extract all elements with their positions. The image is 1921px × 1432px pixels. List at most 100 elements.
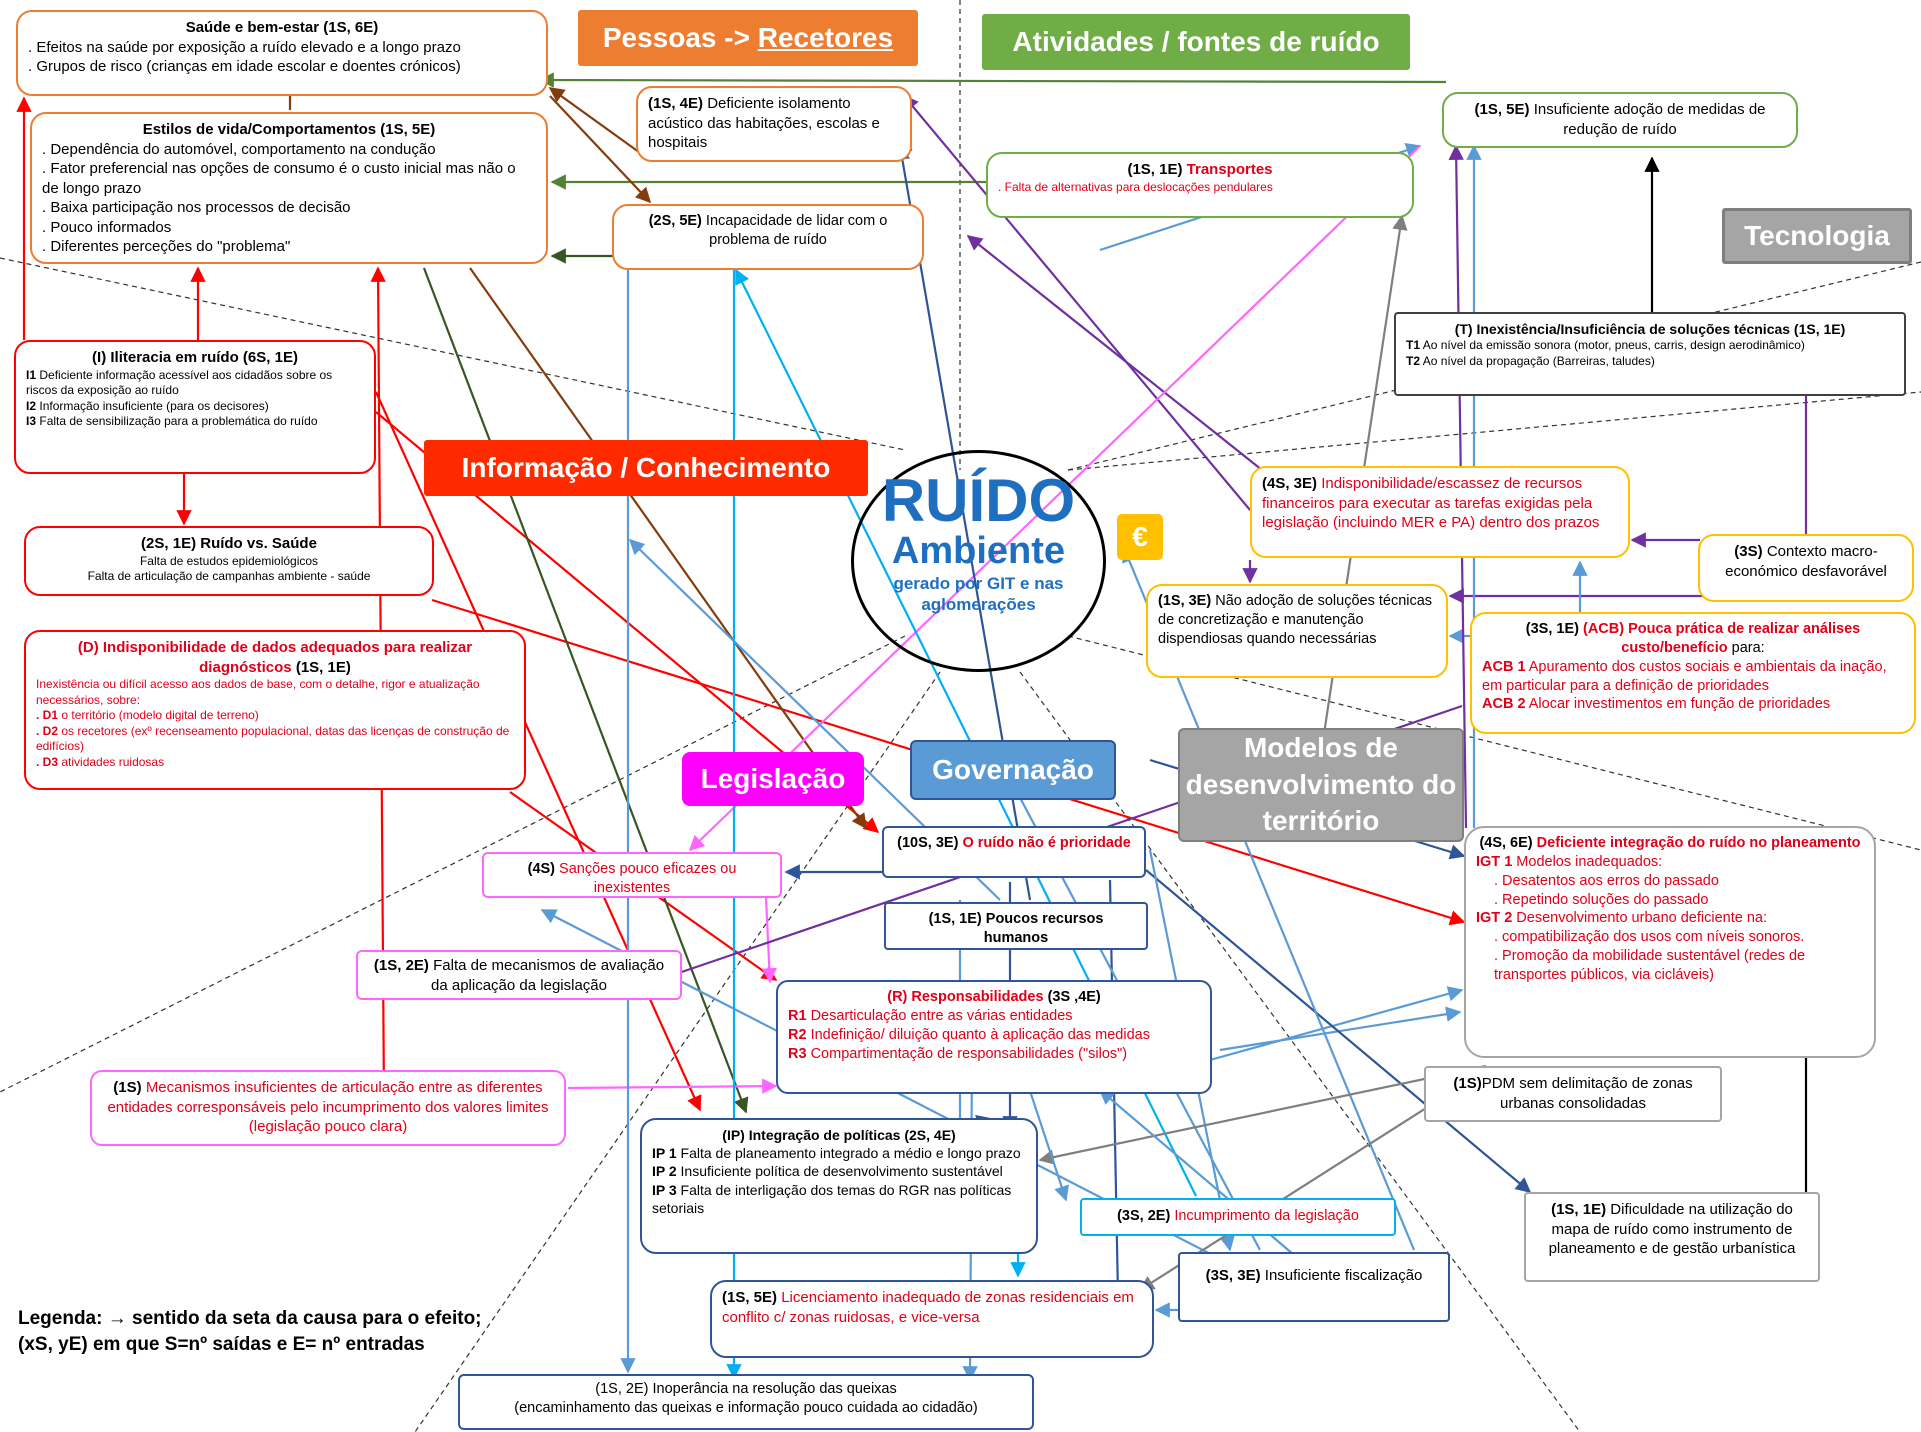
box-saude-line: . Grupos de risco (crianças em idade esc… (28, 58, 461, 75)
box-isolamento-text: Deficiente isolamento acústico das habit… (648, 95, 880, 151)
box-estilos-title: Estilos de vida/Comportamentos (1S, 5E) (142, 121, 436, 138)
connector-arrow (538, 72, 1447, 88)
box-resp-r2: Indefinição/ diluição quanto à aplicação… (810, 1026, 1150, 1043)
box-resp-r1: Desarticulação entre as várias entidades (810, 1007, 1073, 1024)
connector-arrow (548, 87, 651, 161)
box-avaliacao-text: Falta de mecanismos de avaliação da apli… (431, 957, 665, 994)
box-dados: (D) Indisponibilidade de dados adequados… (24, 630, 526, 790)
legend-line-1: Legenda: → sentido da seta da causa para… (18, 1308, 482, 1329)
box-mecanismos-code: (1S) (113, 1079, 142, 1096)
box-ip-title: (IP) Integração de políticas (2S, 4E) (722, 1127, 956, 1143)
box-estilos-line: . Dependência do automóvel, comportament… (42, 140, 436, 158)
connector-arrow (1209, 986, 1464, 1062)
box-adocao-medidas: (1S, 5E) Insuficiente adoção de medidas … (1442, 92, 1798, 148)
box-prioridade: (10S, 3E) O ruído não é prioridade (882, 826, 1146, 878)
box-incumprimento-code: (3S, 2E) (1117, 1208, 1171, 1224)
box-estilos-line: . Fator preferencial nas opções de consu… (42, 160, 516, 197)
box-acb-a1: Apuramento dos custos sociais e ambienta… (1482, 658, 1887, 694)
box-recursos-financeiros: (4S, 3E) Indisponibilidade/escassez de r… (1250, 466, 1630, 558)
box-queixas-title: (1S, 2E) Inoperância na resolução das qu… (595, 1381, 897, 1397)
box-prioridade-text: O ruído não é prioridade (962, 835, 1131, 851)
box-avaliacao-code: (1S, 2E) (373, 957, 429, 974)
connector-arrow (1038, 1064, 1487, 1165)
connector-arrow (422, 267, 749, 1114)
box-iliteracia-i1-code: I1 (26, 367, 37, 382)
box-mecanismos-text: Mecanismos insuficientes de articulação … (107, 1079, 549, 1135)
box-transportes-title: Transportes (1186, 161, 1273, 178)
box-iliteracia: (I) Iliteracia em ruído (6S, 1E) I1 Defi… (14, 340, 376, 474)
box-igt1-b: . Repetindo soluções do passado (1494, 891, 1709, 908)
box-queixas: (1S, 2E) Inoperância na resolução das qu… (458, 1374, 1034, 1430)
box-licenciamento-code: (1S, 5E) (722, 1289, 778, 1306)
category-pessoas-recetores: Pessoas -> Recetores (578, 10, 918, 66)
category-modelos: Modelos de desenvolvimento do território (1178, 728, 1464, 842)
box-resp-r2-code: R2 (788, 1026, 807, 1043)
box-contexto-macro: (3S) Contexto macro-económico desfavoráv… (1698, 534, 1914, 602)
hub-subtitle: Ambiente (891, 530, 1066, 572)
box-incumprimento: (3S, 2E) Incumprimento da legislação (1080, 1198, 1396, 1236)
legend-line-2: (xS, yE) em que S=nº saídas e E= nº entr… (18, 1333, 425, 1355)
box-ip-ip1: Falta de planeamento integrado a médio e… (680, 1145, 1021, 1162)
box-acb: (3S, 1E) (ACB) Pouca prática de realizar… (1470, 612, 1916, 734)
box-iliteracia-i3-code: I3 (26, 414, 37, 429)
box-sancoes: (4S) Sanções pouco eficazes ou inexisten… (482, 852, 782, 898)
box-resp-r3: Compartimentação de responsabilidades ("… (810, 1045, 1128, 1062)
box-estilos-line: . Baixa participação nos processos de de… (42, 199, 351, 216)
box-macro-code: (3S) (1734, 543, 1763, 560)
box-igt-code: (4S, 6E) (1479, 835, 1533, 851)
box-transportes-code: (1S, 1E) (1127, 161, 1183, 178)
box-sancoes-text: Sanções pouco eficazes ou inexistentes (559, 861, 737, 896)
box-estilos-line: . Diferentes perceções do "problema" (42, 238, 291, 255)
box-acb-a2: Alocar investimentos em função de priori… (1528, 696, 1831, 713)
box-nao-adocao-code: (1S, 3E) (1158, 593, 1212, 609)
box-resp-title: (R) Responsabilidades (887, 989, 1044, 1005)
box-incumprimento-text: Incumprimento da legislação (1174, 1208, 1359, 1224)
category-informacao: Informação / Conhecimento (424, 440, 868, 496)
box-ruido-saude-title: (2S, 1E) Ruído vs. Saúde (141, 535, 317, 552)
box-licenciamento-text: Licenciamento inadequado de zonas reside… (722, 1289, 1134, 1326)
connector-arrow (1145, 869, 1532, 1193)
box-sancoes-code: (4S) (527, 861, 556, 877)
box-iliteracia-i2-code: I2 (26, 398, 37, 413)
box-integracao-planeamento: (4S, 6E) Deficiente integração do ruído … (1464, 826, 1876, 1058)
box-incapacidade-code: (2S, 5E) (648, 213, 702, 229)
box-fiscalizacao: (3S, 3E) Insuficiente fiscalização (1178, 1252, 1450, 1322)
box-incapacidade-text: Incapacidade de lidar com o problema de … (705, 213, 888, 248)
box-dados-d1-code: . D1 (36, 708, 59, 723)
box-dados-title: (D) Indisponibilidade de dados adequados… (77, 639, 473, 676)
connector-arrow (761, 897, 778, 984)
box-ip-ip2-code: IP 2 (652, 1163, 677, 1180)
box-recursos-humanos: (1S, 1E) Poucos recursos humanos (884, 902, 1148, 950)
box-pdm-text: PDM sem delimitação de zonas urbanas con… (1481, 1075, 1693, 1112)
box-mapa-code: (1S, 1E) (1551, 1201, 1607, 1218)
box-dados-d2: os recetores (exº recenseamento populaci… (36, 723, 510, 754)
box-solucoes-tecnicas: (T) Inexistência/Insuficiência de soluçõ… (1394, 312, 1906, 396)
box-igt2: Desenvolvimento urbano deficiente na: (1516, 910, 1767, 927)
box-acb-code: (3S, 1E) (1525, 621, 1579, 637)
box-igt2-code: IGT 2 (1476, 910, 1513, 927)
box-acb-a2-code: ACB 2 (1482, 696, 1526, 713)
box-pdm-code: (1S) (1453, 1075, 1482, 1092)
box-mapa-text: Dificuldade na utilização do mapa de ruí… (1548, 1201, 1796, 1257)
connector-arrow (469, 267, 867, 830)
box-nao-adocao-text: Não adoção de soluções técnicas de concr… (1158, 593, 1433, 647)
box-acb-para: para: (1731, 639, 1765, 656)
box-tecnicas-t1: Ao nível da emissão sonora (motor, pneus… (1422, 338, 1805, 353)
legend: Legenda: → sentido da seta da causa para… (18, 1306, 482, 1357)
connector-arrow (567, 1078, 778, 1094)
box-nao-adocao: (1S, 3E) Não adoção de soluções técnicas… (1146, 584, 1448, 678)
box-igt1-a: . Desatentos aos erros do passado (1494, 872, 1719, 889)
box-pdm: (1S)PDM sem delimitação de zonas urbanas… (1424, 1066, 1722, 1122)
category-governacao: Governação (910, 740, 1116, 800)
box-iliteracia-i3: Falta de sensibilização para a problemát… (39, 414, 318, 429)
box-estilos-line: . Pouco informados (42, 218, 172, 236)
category-tecnologia: Tecnologia (1722, 208, 1912, 264)
box-responsabilidades: (R) Responsabilidades (3S ,4E) R1 Desart… (776, 980, 1212, 1094)
box-igt2-b: . Promoção da mobilidade sustentável (re… (1494, 948, 1806, 983)
box-resp-code: (3S ,4E) (1047, 989, 1101, 1005)
box-igt-title: Deficiente integração do ruído no planea… (1536, 835, 1861, 851)
box-avaliacao-legislacao: (1S, 2E) Falta de mecanismos de avaliaçã… (356, 950, 682, 1000)
box-ip-ip1-code: IP 1 (652, 1145, 677, 1162)
box-igt1-code: IGT 1 (1476, 853, 1513, 870)
